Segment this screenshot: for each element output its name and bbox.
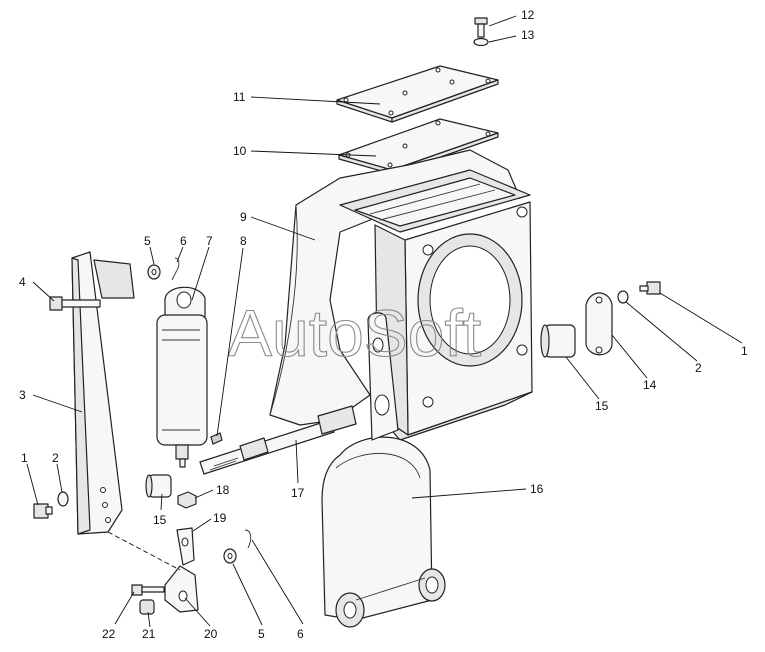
callout-2-left: 2 [52, 451, 59, 465]
part-18-nut [177, 491, 197, 509]
part-15-bushing-right [540, 324, 576, 358]
callout-17: 17 [291, 486, 305, 500]
callout-15-left: 15 [153, 513, 167, 527]
callout-9: 9 [240, 210, 247, 224]
part-2-washer-left [57, 491, 69, 507]
callout-7: 7 [206, 234, 213, 248]
part-1-bolt-right [639, 281, 661, 295]
part-22-bolt [131, 584, 165, 596]
part-3-bar [71, 251, 135, 535]
callout-20: 20 [204, 627, 218, 641]
callout-5-upper: 5 [144, 234, 151, 248]
part-7-cylinder [156, 286, 208, 468]
callout-18: 18 [216, 483, 230, 497]
callout-8: 8 [240, 234, 247, 248]
callout-21: 21 [142, 627, 156, 641]
part-13-washer [473, 37, 489, 47]
callout-2-right: 2 [695, 361, 702, 375]
part-17-rod [199, 405, 357, 475]
part-14-flange-plate [585, 292, 613, 356]
part-15-bushing-left [145, 474, 172, 498]
watermark: AutoSoft [228, 296, 481, 370]
callout-11: 11 [233, 90, 246, 104]
part-20-bracket [164, 565, 199, 613]
part-5-washer-lower [223, 548, 237, 564]
part-5-washer-upper [147, 264, 161, 280]
callout-12: 12 [521, 8, 535, 22]
callout-22: 22 [102, 627, 116, 641]
part-9-housing [269, 149, 533, 441]
part-6-cotter-pin-upper [171, 257, 180, 281]
part-6-cotter-pin-lower [244, 529, 252, 549]
callout-6-lower: 6 [297, 627, 304, 641]
part-12-bolt [474, 17, 488, 38]
part-16-lever [321, 312, 446, 628]
callout-4: 4 [19, 275, 26, 289]
assembly-dash-line [107, 531, 181, 571]
callout-1-left: 1 [21, 451, 28, 465]
callout-19: 19 [213, 511, 227, 525]
callout-5-lower: 5 [258, 627, 265, 641]
callout-10: 10 [233, 144, 247, 158]
part-11-plate [336, 65, 499, 123]
callout-13: 13 [521, 28, 535, 42]
part-8-pin [210, 432, 223, 445]
part-21-bushing [139, 599, 155, 615]
callout-1-right: 1 [741, 344, 748, 358]
callout-16: 16 [530, 482, 544, 496]
callout-6-upper: 6 [180, 234, 187, 248]
callout-15-right: 15 [595, 399, 609, 413]
callout-3: 3 [19, 388, 26, 402]
part-19-fork [176, 527, 195, 566]
callout-14: 14 [643, 378, 657, 392]
part-2-washer-right [617, 290, 629, 304]
leader-lines [26, 15, 743, 628]
part-1-bolt-left [33, 503, 53, 519]
